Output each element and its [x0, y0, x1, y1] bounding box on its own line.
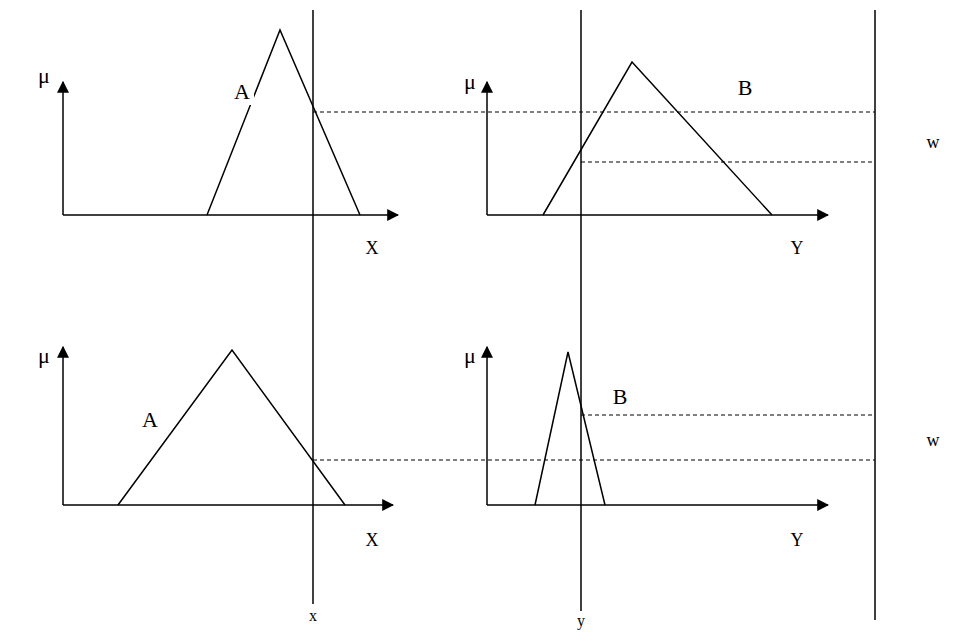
- axis-symbol: μ: [34, 63, 54, 89]
- set-name: B: [609, 384, 632, 410]
- axis: [486, 347, 488, 505]
- membership-triangle: [207, 30, 360, 215]
- axis: [487, 504, 828, 506]
- output-value: y: [573, 611, 589, 631]
- membership-triangle: [535, 352, 605, 505]
- axis-label: X: [362, 237, 383, 259]
- dashed-level: [313, 460, 875, 461]
- axis: [62, 347, 64, 505]
- axis: [63, 214, 398, 216]
- set-name: A: [138, 407, 162, 433]
- output-line: [580, 10, 582, 618]
- dashed-level: [581, 162, 875, 163]
- axis: [62, 82, 64, 215]
- axis-symbol: μ: [460, 69, 480, 95]
- axis-symbol: μ: [460, 343, 480, 369]
- dashed-level: [581, 415, 875, 416]
- input-line: [312, 10, 314, 604]
- axis-label: Y: [787, 529, 808, 551]
- axis-symbol: μ: [34, 343, 54, 369]
- weight-label: w: [923, 429, 944, 451]
- axis: [487, 214, 828, 216]
- axis-label: Y: [787, 237, 808, 259]
- input-value: x: [305, 606, 321, 626]
- set-name: A: [230, 79, 254, 105]
- axis: [486, 82, 488, 215]
- axis-label: X: [362, 529, 383, 551]
- weight-label: w: [923, 131, 944, 153]
- weight-line: [874, 10, 876, 620]
- axis: [63, 504, 393, 506]
- membership-triangle: [543, 62, 772, 215]
- set-name: B: [734, 75, 757, 101]
- dashed-level: [313, 112, 875, 113]
- membership-triangle: [118, 350, 345, 505]
